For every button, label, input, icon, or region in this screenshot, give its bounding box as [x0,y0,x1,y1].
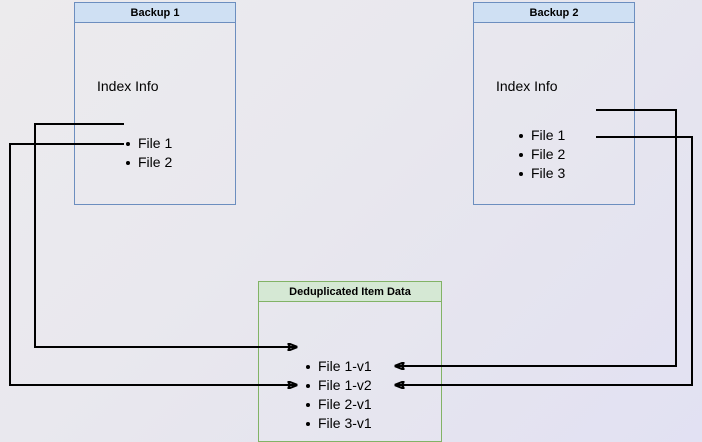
list-item: File 2 [518,145,565,164]
node-dedup-title: Deduplicated Item Data [258,281,442,302]
node-dedup-body: File 1-v1 File 1-v2 File 2-v1 File 3-v1 [258,302,442,442]
node-backup-1-title: Backup 1 [74,2,236,23]
backup-1-file-list: File 1 File 2 [125,134,172,172]
list-item: File 1 [518,126,565,145]
backup-2-index-info-label: Index Info [496,78,558,94]
list-item: File 2 [125,153,172,172]
dedup-item-list: File 1-v1 File 1-v2 File 2-v1 File 3-v1 [305,357,372,433]
node-backup-1[interactable]: Backup 1 Index Info File 1 File 2 [74,2,236,205]
node-backup-2-body: Index Info File 1 File 2 File 3 [473,23,635,205]
list-item: File 3 [518,164,565,183]
list-item: File 1 [125,134,172,153]
backup-2-file-list: File 1 File 2 File 3 [518,126,565,183]
list-item: File 1-v2 [305,376,372,395]
node-backup-2[interactable]: Backup 2 Index Info File 1 File 2 File 3 [473,2,635,205]
list-item: File 2-v1 [305,395,372,414]
node-backup-2-title: Backup 2 [473,2,635,23]
node-deduplicated-item-data[interactable]: Deduplicated Item Data File 1-v1 File 1-… [258,281,442,442]
list-item: File 1-v1 [305,357,372,376]
node-backup-1-body: Index Info File 1 File 2 [74,23,236,205]
backup-1-index-info-label: Index Info [97,78,159,94]
list-item: File 3-v1 [305,414,372,433]
